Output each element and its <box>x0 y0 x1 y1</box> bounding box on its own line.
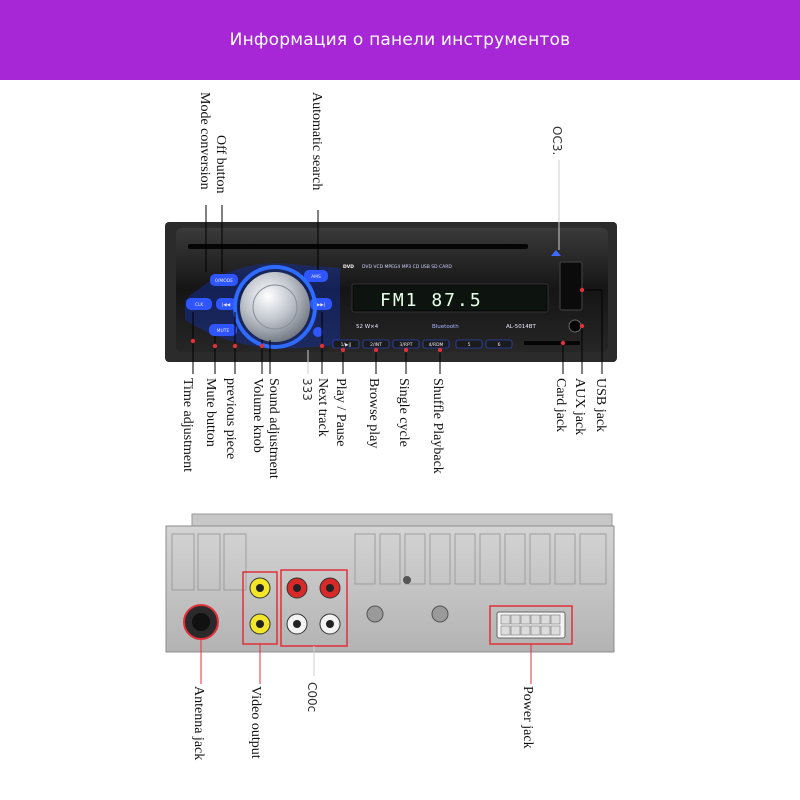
bottom-labels: Time adjustment Mute button previous pie… <box>180 287 608 479</box>
prev-button[interactable] <box>216 298 236 310</box>
mode-button[interactable] <box>210 274 238 286</box>
label-play-pause: Play / Pause <box>333 378 348 446</box>
label-oc3: OC3. <box>550 126 564 155</box>
preset-5-button[interactable] <box>455 339 483 349</box>
label-mute-button: Mute button <box>203 378 218 447</box>
preset-1-button[interactable] <box>332 339 360 349</box>
label-previous-piece: previous piece <box>223 378 238 459</box>
label-time-adjustment: Time adjustment <box>180 378 195 472</box>
header-bar: Информация о панели инструментов <box>0 0 800 80</box>
release-button[interactable] <box>313 327 323 337</box>
label-automatic-search: Automatic search <box>309 92 324 190</box>
preset-2-label: 2/INT <box>370 342 382 348</box>
mute-button-label: MUTE <box>217 328 230 334</box>
mute-button[interactable] <box>209 324 237 336</box>
eject-icon <box>551 250 561 256</box>
preset-4-button[interactable] <box>422 339 450 349</box>
clk-button-label: CLK <box>195 302 205 308</box>
next-button-label: ▶▶| <box>317 302 325 308</box>
label-333: 333 <box>300 378 314 401</box>
rear-panel <box>165 513 615 653</box>
aux-port <box>568 319 582 333</box>
prev-button-label: |◀◀ <box>222 302 231 308</box>
label-single-cycle: Single cycle <box>396 378 411 447</box>
label-antenna-jack: Antenna jack <box>191 686 206 760</box>
preset-6-label: 6 <box>498 342 501 348</box>
ams-button[interactable] <box>304 270 328 282</box>
label-mode-conversion: Mode conversion <box>197 92 212 190</box>
bluetooth-label: Bluetooth <box>432 324 459 330</box>
label-card-jack: Card jack <box>553 378 568 432</box>
label-volume-knob: Volume knob <box>250 378 265 453</box>
display-readout: FM1 87.5 <box>380 290 483 311</box>
label-off-button: Off button <box>213 135 228 193</box>
label-aux-jack: AUX jack <box>572 378 587 435</box>
dvd-logo: DVD <box>343 264 354 270</box>
label-video-output: Video output <box>248 686 263 759</box>
clk-button[interactable] <box>186 298 212 310</box>
volume-knob-ring <box>233 265 317 349</box>
top-labels: Off button Mode conversion Automatic sea… <box>197 92 564 272</box>
preset-3-label: 3/RPT <box>400 342 413 348</box>
label-usb-jack: USB jack <box>593 378 608 432</box>
preset-1-label: 1/▶|| <box>341 342 352 348</box>
label-shuffle-playback: Shuffle Playback <box>430 378 445 474</box>
mode-button-label: 0/MODE <box>215 278 233 284</box>
preset-4-label: 4/RDM <box>429 342 444 348</box>
power-label: 52 W×4 <box>356 324 379 330</box>
label-sound-adjustment: Sound adjustment <box>266 378 281 479</box>
page-title: Информация о панели инструментов <box>229 30 571 50</box>
formats-label: DVD VCD MPEG4 MP3 CD USB SD CARD <box>362 264 452 270</box>
label-power-jack: Power jack <box>520 686 535 749</box>
usb-slot <box>559 261 583 311</box>
card-slot <box>524 341 580 345</box>
preset-5-label: 5 <box>468 342 471 348</box>
ams-button-label: AMS <box>311 274 321 280</box>
volume-knob[interactable] <box>240 272 310 342</box>
disc-slot <box>188 244 528 249</box>
label-browse-play: Browse play <box>366 378 381 448</box>
model-label: AL-5014BT <box>506 324 536 330</box>
front-panel: 0/MODE CLK MUTE |◀◀ AMS ▶▶| DVD DVD VCD … <box>165 222 617 362</box>
label-next-track: Next track <box>315 378 330 437</box>
label-c00c: C00c <box>305 682 319 712</box>
preset-6-button[interactable] <box>485 339 513 349</box>
rear-labels: Antenna jack Video output C00c Power jac… <box>191 639 535 760</box>
